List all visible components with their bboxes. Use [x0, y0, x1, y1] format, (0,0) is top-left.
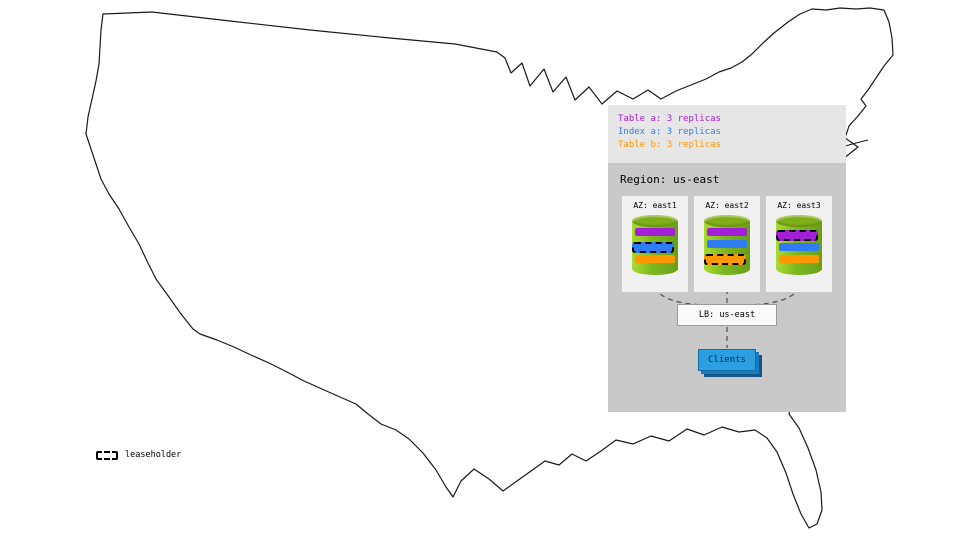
legend-index-a: Index a: 3 replicas — [618, 127, 721, 137]
legend-table-a: Table a: 3 replicas — [618, 114, 721, 124]
replica-bar-table-b — [635, 255, 675, 263]
cylinder-bottom — [776, 263, 822, 275]
replica-bar-table-a — [707, 228, 747, 236]
az-label-east2: AZ: east2 — [705, 201, 749, 210]
leaseholder-swatch-icon — [96, 450, 118, 460]
region-box: Region: us-east AZ: east1 — [608, 163, 846, 412]
replica-bar-table-a — [635, 228, 675, 236]
clients-box: Clients — [698, 349, 756, 371]
az-label-east1: AZ: east1 — [633, 201, 677, 210]
replica-bar-index-a — [632, 242, 674, 253]
database-cylinder-east2 — [704, 215, 750, 275]
replica-bar-table-b — [779, 255, 819, 263]
database-cylinder-east1 — [632, 215, 678, 275]
replica-bars — [704, 228, 750, 265]
replica-bar-index-a — [707, 240, 747, 248]
long-island-outline — [844, 139, 869, 147]
load-balancer-box: LB: us-east — [677, 304, 777, 326]
cylinder-top — [704, 215, 750, 227]
leaseholder-label: leaseholder — [125, 450, 182, 460]
az-label-east3: AZ: east3 — [777, 201, 821, 210]
cylinder-top — [776, 215, 822, 227]
region-title: Region: us-east — [620, 173, 720, 186]
replica-legend: Table a: 3 replicas Index a: 3 replicas … — [608, 105, 846, 158]
az-row: AZ: east1 AZ: east2 — [608, 196, 846, 292]
leaseholder-legend: leaseholder — [96, 450, 181, 460]
az-box-east1: AZ: east1 — [622, 196, 688, 292]
cylinder-top — [632, 215, 678, 227]
replica-bars — [776, 228, 822, 263]
replica-bar-index-a — [779, 243, 819, 251]
replica-bars — [632, 228, 678, 263]
cylinder-bottom — [632, 263, 678, 275]
legend-table-b: Table b: 3 replicas — [618, 140, 721, 150]
topology-panel: Table a: 3 replicas Index a: 3 replicas … — [608, 105, 846, 412]
az-box-east3: AZ: east3 — [766, 196, 832, 292]
replica-bar-table-b — [704, 254, 746, 265]
database-cylinder-east3 — [776, 215, 822, 275]
cylinder-bottom — [704, 263, 750, 275]
replica-bar-table-a — [776, 230, 818, 241]
az-box-east2: AZ: east2 — [694, 196, 760, 292]
